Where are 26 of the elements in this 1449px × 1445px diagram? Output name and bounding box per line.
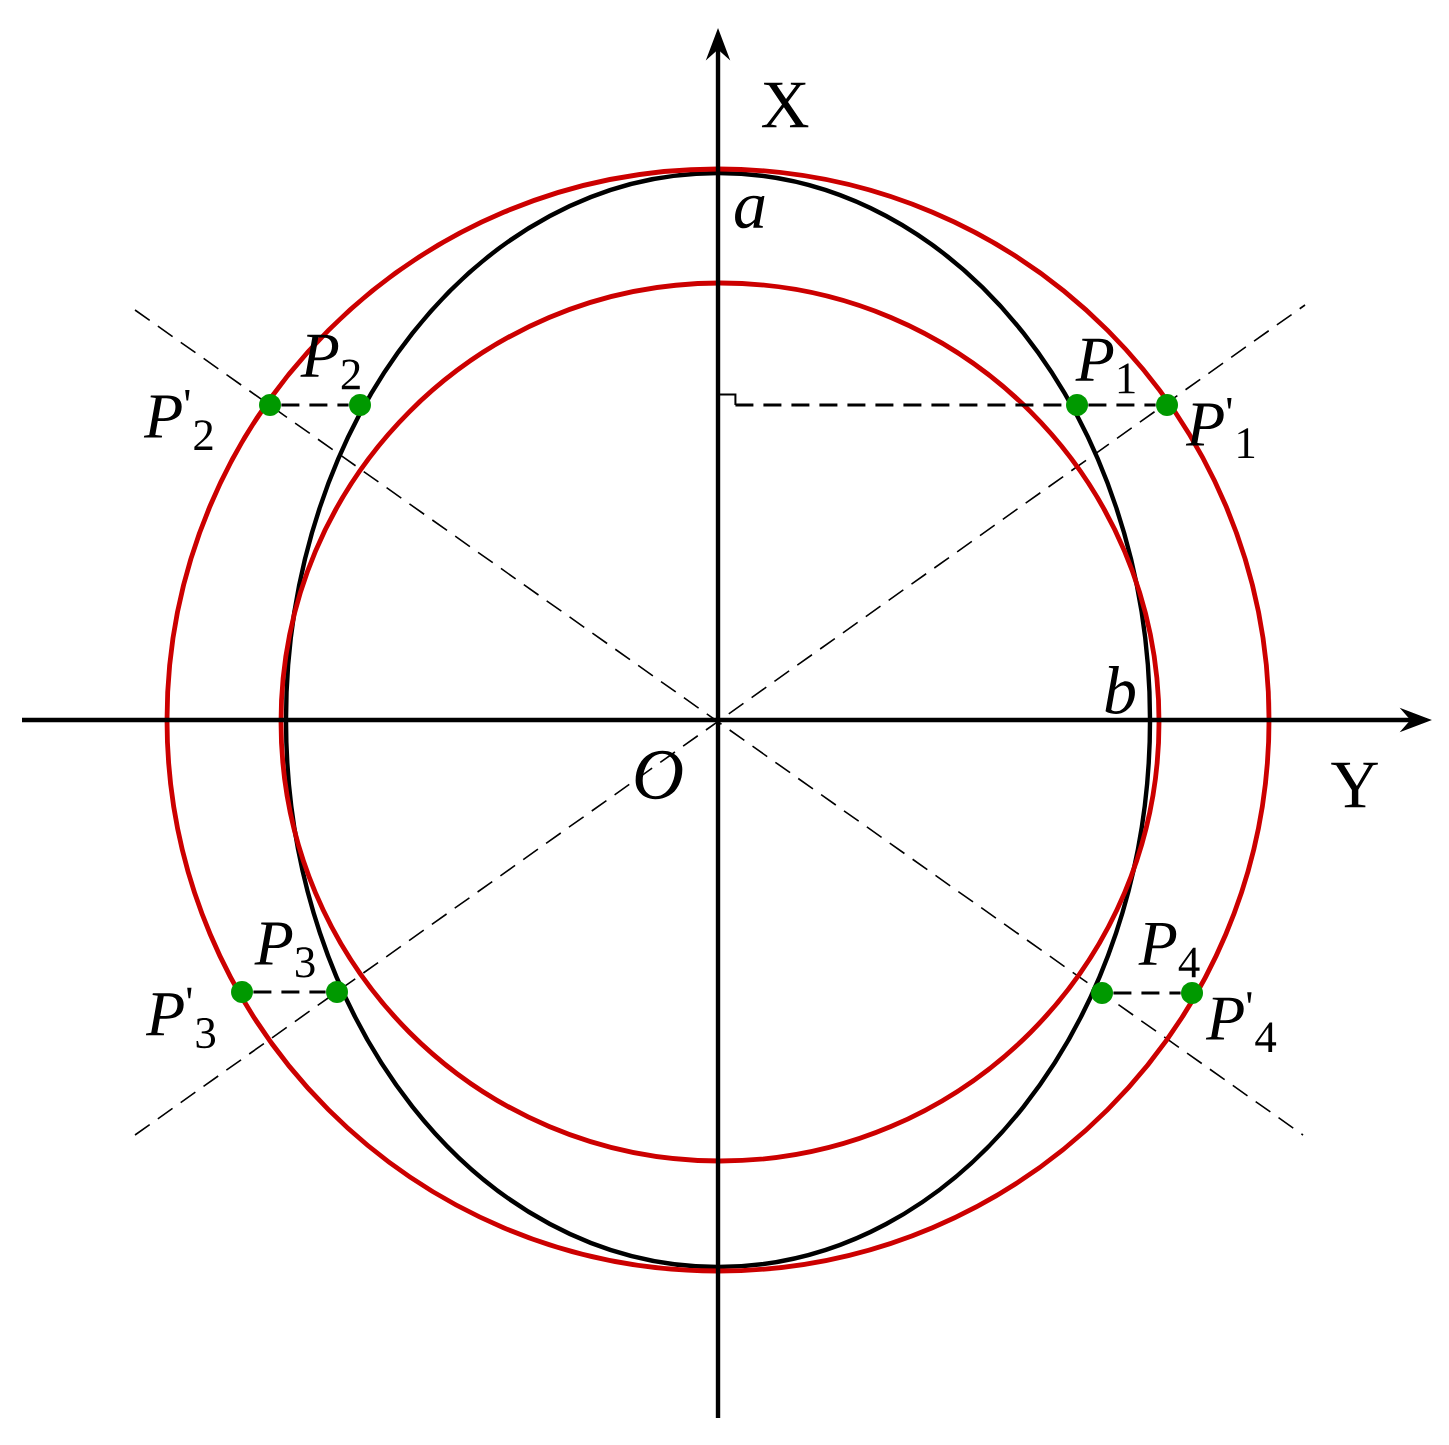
- right-angle-mark: [718, 393, 737, 406]
- point: [1181, 982, 1203, 1004]
- point-label: P$_{1}$: [1075, 338, 1135, 394]
- point-label: P$_{2}$: [300, 334, 360, 390]
- point-label: P$^{'}$3: [145, 987, 216, 1049]
- point: [326, 981, 348, 1003]
- point: [1066, 394, 1088, 416]
- point-label: P$_{3}$: [254, 922, 315, 978]
- point-label: P$^{'}$2: [143, 390, 213, 450]
- axis-label: Y: [1331, 762, 1378, 808]
- point: [231, 981, 253, 1003]
- variable-label: a: [735, 195, 765, 229]
- dashed-line: [1113, 991, 1181, 995]
- dashed-line: [1088, 403, 1156, 407]
- point: [1091, 982, 1113, 1004]
- dashed-line: [253, 990, 326, 994]
- point: [1156, 394, 1178, 416]
- dashed-line: [281, 403, 349, 407]
- point-label: P$_{4}$: [1138, 922, 1200, 978]
- axis-label: X: [761, 82, 809, 128]
- point-label: P$^{'}$1: [1185, 398, 1255, 458]
- point: [259, 394, 281, 416]
- point: [349, 394, 371, 416]
- point-label: P$^{'}$4: [1205, 992, 1277, 1052]
- origin-label: O: [635, 750, 683, 800]
- variable-label: b: [1105, 666, 1135, 714]
